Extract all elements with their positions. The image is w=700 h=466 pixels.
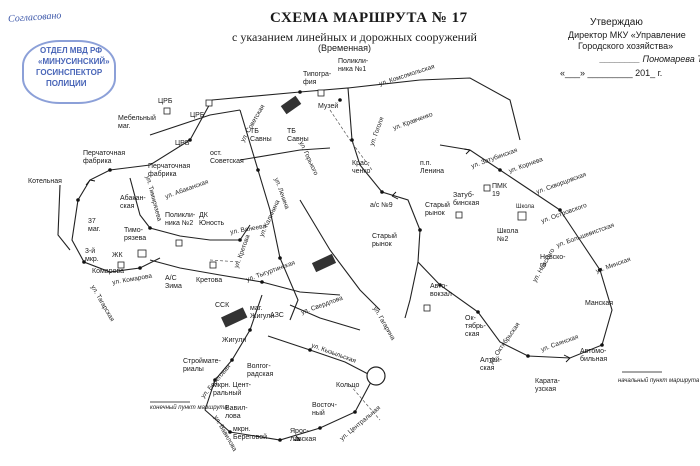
stop-karatuzskaya: Карата- узская [535,378,560,393]
temporary-note: (Временная) [318,43,372,53]
stop-altayskaya: Алтай- ская [480,357,503,372]
stop-poliklinika-2: Поликли- ника №2 [165,212,196,227]
stop-avtomobilnaya: Автомо- бильная [580,348,608,363]
stop-crb-3: ЦРБ [175,140,190,147]
stop-komarova: Комарова [92,268,124,275]
school-marker: Школа [516,204,535,210]
stop-stary-rynok-1: Старый рынок [425,202,450,217]
route-start-marker: начальный пункт маршрута [618,378,700,384]
scheme-title: СХЕМА МАРШРУТА № 17 [270,10,468,26]
stop-tipografia: Типогра- фия [303,71,332,86]
stop-as-zima: А/С Зима [165,275,182,290]
stop-muzei: Музей [318,103,339,110]
stop-zatubinskaya: Затуб- бинская [453,192,480,207]
police-stamp [22,40,116,104]
approval-heading: Утверждаю [590,17,643,28]
stop-volgogradskaya: Волгог- радская [247,363,274,378]
stop-vavilova: Вавил- лова [225,405,248,420]
stop-tb-savny-1: ТБ Савны [250,128,272,143]
stop-pp-lenina: п.п. Ленина [420,160,445,175]
stop-stary-rynok-2: Старый рынок [372,233,397,248]
stop-poliklinika-1: Поликли- ника №1 [338,58,369,73]
stop-pmk-19: ПМК 19 [492,183,507,198]
stamp-line-4: ПОЛИЦИИ [46,79,87,88]
stop-crb-1: ЦРБ [158,98,173,105]
stop-mag-zhiguli: маг. Жигули [250,305,275,320]
approval-date: «___» _________ 201_ г. [560,68,663,78]
stop-zhk: ЖК [112,252,123,259]
stop-kravchenko: Крас- ченко [352,160,371,175]
stop-3-mkr: 3-й мкр. [85,248,99,263]
stop-stroymaterialy: Строймате- риалы [183,358,221,373]
scheme-subtitle: с указанием линейных и дорожных сооружен… [232,30,477,44]
stop-as-9: а/с №9 [370,202,393,209]
stop-perchatochnaya-2: Перчаточная фабрика [148,163,191,178]
stop-mkrn-centralny: мкрн. Цент- ральный [213,382,251,397]
route-terminal-marker: конечный пункт маршрута [150,405,228,411]
stop-perchatochnaya-1: Перчаточная фабрика [83,150,126,165]
stop-kretova: Кретова [196,277,223,284]
approval-signature: ________ Пономарева Т.И. [600,54,700,64]
stop-avtovokzal: Авто- вокзал [430,283,452,298]
approval-director: Директор МКУ «Управление [568,30,686,40]
stop-shkola-2: Школа №2 [497,228,519,243]
stop-kotelnaya: Котельная [28,178,62,185]
stop-mebelny: Мебельный маг. [118,115,156,130]
stop-abakanskaya: Абакан- ская [120,195,146,210]
stop-timiryazeva: Тимо- рязева [124,227,147,242]
approval-org: Городского хозяйства» [578,41,674,51]
stamp-line-2: «МИНУСИНСКИЙ» [38,57,110,66]
stop-koltso: Кольцо [336,382,360,389]
stamp-line-1: ОТДЕЛ МВД РФ [40,46,103,55]
stop-crb-2: ЦРБ [190,112,205,119]
stop-vostochny: Восточ- ный [312,402,337,417]
stop-37-mag: 37 маг. [88,218,101,233]
stop-azs: АЗС [270,312,284,319]
stop-yaroslavskaya: Ярос- лавская [290,428,317,443]
stop-nevskogo: Невско- го [540,254,566,269]
stop-zhiguli: Жигули [222,337,247,344]
stamp-line-3: ГОСИНСПЕКТОР [36,68,103,77]
stop-ssk: ССК [215,302,230,309]
stop-tb-savny-2: ТБ Савны [287,128,309,143]
stop-mkrn-beregovoy: мкрн. Береговой [233,426,268,441]
stop-manskaya: Манская [585,300,614,307]
stop-dk-yunost: ДК Юность [199,212,225,227]
stop-sovetskaya: ост. Советская [210,150,244,165]
stop-oktyabrskaya: Ок- тябрь- ская [465,315,486,338]
